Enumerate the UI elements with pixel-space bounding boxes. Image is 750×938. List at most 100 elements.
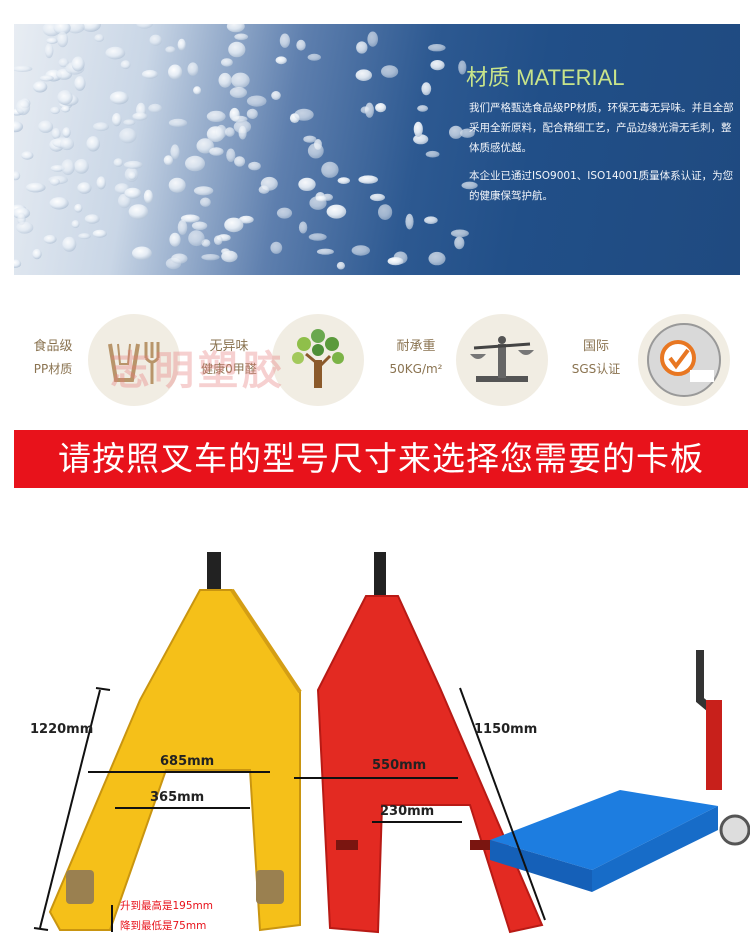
pellet [270,241,283,254]
pellet [14,121,23,133]
feature-title: 国际 [582,339,609,354]
pellet [218,72,232,88]
feature-subtitle: SGS认证 [571,362,621,376]
pellet [417,105,429,112]
pellet [14,259,22,268]
instruction-banner: 请按照叉车的型号尺寸来选择您需要的卡板 [14,430,748,488]
pellet [61,159,75,176]
watermark: 志明塑胶 [110,348,286,394]
pallet-truck-diagram: 1220mm 685mm 365mm 550mm 1150mm 230mm 升到… [0,540,750,934]
tree-icon [272,314,364,406]
pellet [168,64,183,80]
red-inner-width-label: 230mm [380,804,435,819]
pellet [213,235,223,245]
pellet [298,177,316,191]
pellet [279,33,290,48]
pellet [74,203,83,213]
feature-subtitle: 50KG/m² [389,362,443,376]
pellet [185,155,205,172]
pellet [128,204,149,220]
material-title: 材质 MATERIAL [466,65,625,90]
pellet [141,69,159,79]
pellet [14,171,21,181]
pellet [132,246,152,260]
pellet [44,43,54,59]
pellet [308,233,327,241]
pellet [50,165,65,172]
pellet [315,195,327,202]
pellet [428,44,446,52]
pellet [21,151,34,160]
pellet [296,39,306,51]
pellet [336,261,345,270]
feature-title: 无异味 [209,339,249,354]
pellet [38,120,54,133]
pellet [119,128,137,144]
pellet [14,65,33,72]
pellet [94,34,105,42]
pellet [326,204,347,219]
pellet [143,189,153,204]
pellet [356,41,368,54]
pellet [206,110,226,122]
pellet [307,53,321,61]
pellet [221,250,238,263]
pellet [149,34,162,46]
truck-illustration [33,552,750,934]
pellet [321,161,339,178]
pellet [61,105,70,113]
pellet [57,31,69,48]
pellet [337,177,350,185]
pellet [86,136,100,152]
feature-subtitle: 健康0甲醛 [201,362,257,376]
pellet [449,125,463,139]
pellet [370,193,385,202]
pellet [92,229,107,238]
pellet [170,144,180,160]
pellet [71,56,85,72]
pellet [168,118,188,127]
red-outer-width-label: 550mm [372,758,427,773]
feature-title: 食品级 [33,339,73,354]
pellet [123,160,143,169]
pellet [375,103,387,113]
material-paragraph-2: 本企业已通过ISO9001、ISO14001质量体系认证，为您的健康保驾护航。 [469,170,734,202]
pellet [387,257,404,266]
feature-caption-4: 国际 SGS认证 [566,336,626,380]
pellet [169,232,181,247]
pellet [50,106,60,115]
pellet [206,126,225,142]
pellet [62,127,71,138]
pellet [51,128,61,140]
red-length-label: 1150mm [474,722,538,737]
sgs-seal-icon [638,314,730,406]
pellet [454,236,465,250]
pellet [228,41,246,58]
yellow-length-label: 1220mm [30,722,94,737]
material-paragraph-1: 我们严格甄选食品级PP材质，环保无毒无异味。并且全部采用全新原料，配合精细工艺，… [469,102,734,154]
pellet [226,24,245,33]
pellet [238,125,247,140]
pellet [187,62,199,76]
pellet [39,75,54,82]
feature-caption-1: 食品级 PP材质 [18,336,88,380]
pellet [80,24,101,32]
pellet [49,178,60,186]
pellet [49,197,69,210]
pellet [425,150,440,158]
pellet [458,60,467,75]
pellet [226,148,236,162]
pellet [461,181,478,190]
pellet [303,135,317,143]
pellet [77,182,92,194]
pellet [74,76,86,91]
pellet [191,221,208,231]
pellet [355,69,372,81]
pellet [193,86,202,95]
pellet [46,37,58,44]
pellet [188,230,205,247]
pellet [132,112,148,121]
pallet-watermark: 志明 [588,756,636,784]
pellet [294,108,314,121]
pellet [113,158,124,167]
